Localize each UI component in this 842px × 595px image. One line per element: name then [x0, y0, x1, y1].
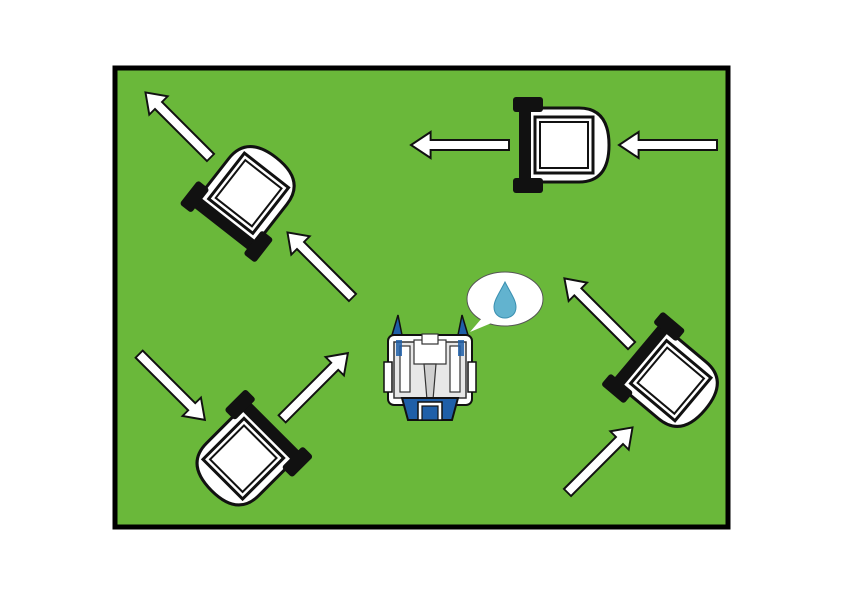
center-robot-icon [383, 314, 477, 421]
robot-icon [511, 95, 611, 195]
water-drop-icon [493, 280, 517, 319]
